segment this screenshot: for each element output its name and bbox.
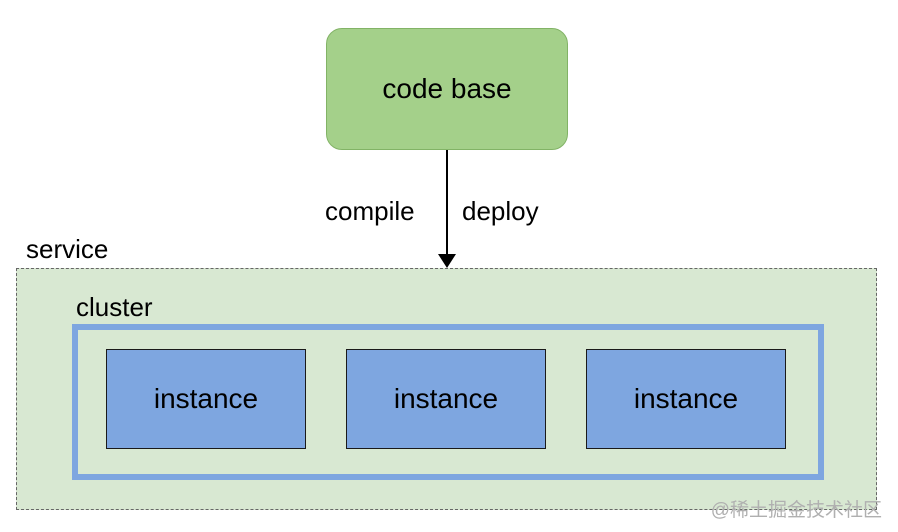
instance-label: instance (393, 383, 499, 414)
instance-node: instance (586, 349, 786, 449)
compile-label: compile (325, 196, 415, 226)
deploy-label: deploy (462, 196, 539, 226)
instance-node: instance (346, 349, 546, 449)
instance-label: instance (153, 383, 259, 414)
code-base-label: code base (382, 73, 512, 104)
cluster-label: cluster (76, 292, 153, 322)
instance-node: instance (106, 349, 306, 449)
service-label: service (26, 234, 109, 264)
code-base-node: code base (326, 28, 568, 150)
instance-label: instance (633, 383, 739, 414)
watermark: @稀土掘金技术社区 (710, 500, 882, 521)
arrow-head-icon (438, 254, 456, 268)
